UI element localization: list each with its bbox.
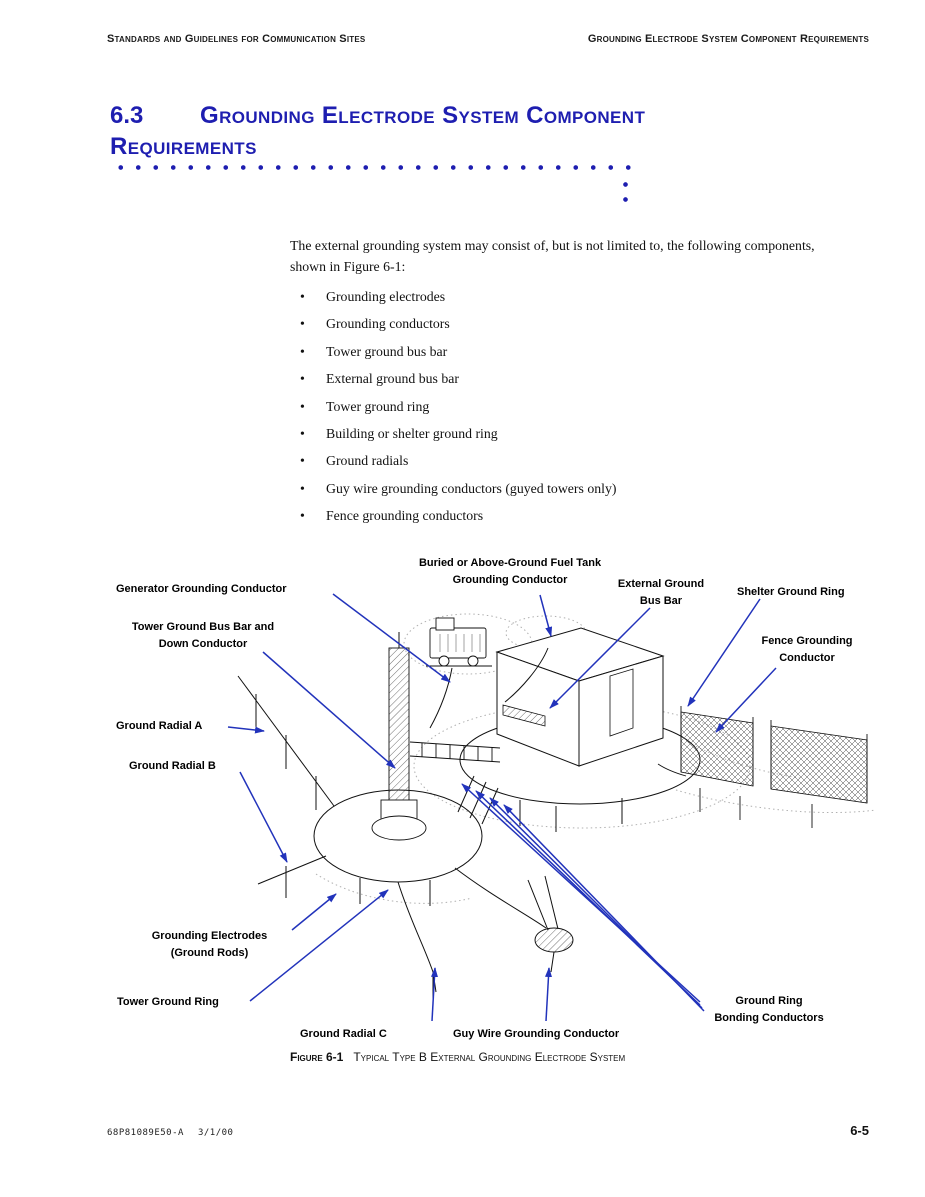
figure-label-radial-a: Ground Radial A (116, 720, 203, 732)
list-item: Grounding conductors (300, 310, 616, 338)
footer-page-number: 6-5 (850, 1123, 869, 1138)
component-list: Grounding electrodes Grounding conductor… (300, 283, 616, 530)
figure-caption-title: Typical Type B External Grounding Electr… (353, 1050, 626, 1064)
tower-drawing (371, 632, 427, 841)
figure-caption-number: Figure 6-1 (290, 1050, 344, 1064)
footer-doc-info: 68P81089E50-A 3/1/00 (107, 1128, 233, 1138)
list-item: Guy wire grounding conductors (guyed tow… (300, 475, 616, 503)
section-heading-line1: 6.3 Grounding Electrode System Component (110, 100, 645, 131)
list-item: Grounding electrodes (300, 283, 616, 311)
figure-label-guy-wire: Guy Wire Grounding Conductor (453, 1028, 620, 1040)
heading-dotted-rule-wrap (621, 177, 630, 207)
intro-paragraph: The external grounding system may consis… (290, 238, 815, 274)
figure-label-external-bus: External Ground Bus Bar (617, 578, 705, 607)
section-number: 6.3 (110, 102, 144, 129)
list-item: Tower ground bus bar (300, 338, 616, 366)
figure-label-shelter-ring: Shelter Ground Ring (737, 586, 845, 598)
running-header-left: Standards and Guidelines for Communicati… (107, 33, 366, 45)
figure-label-tower-ring: Tower Ground Ring (117, 996, 219, 1008)
callout-arrows (227, 593, 777, 1022)
list-item: External ground bus bar (300, 365, 616, 393)
footer-doc-number: 68P81089E50-A (107, 1128, 184, 1138)
generator-drawing (426, 617, 492, 667)
list-item: Building or shelter ground ring (300, 420, 616, 448)
section-title-line1: Grounding Electrode System Component (200, 102, 646, 129)
footer-date: 3/1/00 (197, 1128, 234, 1138)
list-item: Ground radials (300, 447, 616, 475)
figure-label-radial-b: Ground Radial B (129, 760, 216, 772)
section-title-line2: Requirements (110, 133, 257, 161)
list-item: Fence grounding conductors (300, 502, 616, 530)
fence-drawing (657, 706, 868, 828)
figure-label-radial-c: Ground Radial C (300, 1028, 387, 1040)
figure-label-electrodes: Grounding Electrodes (Ground Rods) (151, 930, 268, 959)
grounding-conductors-drawing (237, 647, 623, 1000)
heading-dotted-rule (112, 163, 636, 172)
figure-label-fence: Fence Grounding Conductor (761, 635, 853, 664)
figure-label-bonding: Ground Ring Bonding Conductors (714, 995, 824, 1024)
running-header-right: Grounding Electrode System Component Req… (587, 33, 869, 45)
list-item: Tower ground ring (300, 393, 616, 421)
figure-label-fuel-tank: Buried or Above-Ground Fuel Tank Groundi… (418, 557, 602, 586)
shelter-drawing (495, 627, 665, 767)
cable-tray-drawing (409, 741, 501, 763)
figure-label-tower-bus: Tower Ground Bus Bar and Down Conductor (131, 621, 275, 650)
figure-label-generator: Generator Grounding Conductor (116, 583, 287, 595)
ground-rings (313, 715, 701, 883)
figure-caption: Figure 6-1 Typical Type B External Ground… (290, 1050, 625, 1064)
